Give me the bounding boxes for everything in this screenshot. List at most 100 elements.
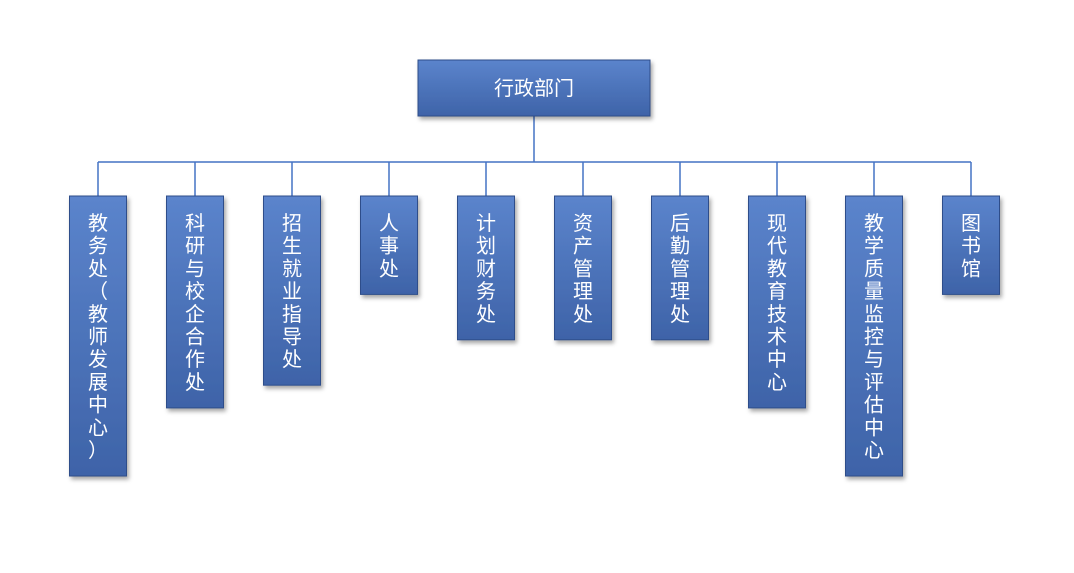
department-label-char: 勤: [670, 234, 690, 258]
department-box: [166, 195, 224, 409]
department-label-char: 研: [185, 234, 205, 258]
department-label-char: 监: [864, 302, 884, 326]
department-label-char: 学: [864, 234, 884, 258]
department-label-char: 展: [88, 370, 108, 394]
department-label: 后勤管理处: [670, 211, 690, 326]
department-label-char: 科: [185, 211, 205, 235]
department-label-char: 控: [864, 325, 884, 349]
department-label-char: 招: [282, 211, 302, 235]
department-label-char: 技: [767, 302, 787, 326]
department-box: [845, 195, 903, 477]
root-label: 行政部门: [494, 76, 574, 100]
department-label-char: 术: [767, 325, 787, 349]
department-label-char: 导: [282, 325, 302, 349]
department-label-char: 企: [185, 302, 205, 326]
department-box: [360, 195, 418, 295]
department-label-char: 书: [961, 234, 981, 258]
department-label-char: 校: [185, 279, 205, 303]
department-label: 现代教育技术中心: [767, 211, 787, 394]
department-node: 计划财务处: [457, 195, 515, 341]
department-nodes: 教务处（教师发展中心）科研与校企合作处招生就业指导处人事处计划财务处资产管理处后…: [69, 195, 1000, 477]
department-label: 计划财务处: [476, 211, 496, 326]
department-box: [263, 195, 321, 386]
department-node: 招生就业指导处: [263, 195, 321, 386]
department-label-char: 处: [282, 347, 302, 371]
root-box: [417, 59, 651, 117]
department-node: 图书馆: [942, 195, 1000, 295]
department-label: 招生就业指导处: [282, 211, 302, 371]
department-label-char: 生: [282, 234, 302, 258]
department-node: 教学质量监控与评估中心: [845, 195, 903, 477]
department-label-char: 教: [864, 211, 884, 235]
department-label-char: 质: [864, 256, 884, 280]
department-label-char: 就: [282, 256, 302, 280]
department-node: 科研与校企合作处: [166, 195, 224, 409]
department-label-char: 师: [88, 325, 108, 349]
department-label-char: 代: [767, 234, 787, 258]
department-label-char: 馆: [961, 256, 981, 280]
department-label-char: 发: [88, 347, 108, 371]
department-node: 教务处（教师发展中心）: [69, 195, 127, 477]
department-box: [69, 195, 127, 477]
department-label-char: ）: [88, 438, 108, 462]
department-node: 后勤管理处: [651, 195, 709, 341]
department-label-char: 处: [379, 256, 399, 280]
department-label-char: 处: [670, 302, 690, 326]
department-label-char: 育: [767, 279, 787, 303]
department-box: [457, 195, 515, 341]
department-label-char: 估: [864, 393, 884, 417]
department-label: 人事处: [379, 211, 399, 280]
department-label-char: 资: [573, 211, 593, 235]
department-node: 人事处: [360, 195, 418, 295]
department-label-char: 评: [864, 370, 884, 394]
department-label-char: 量: [864, 279, 884, 303]
department-label-char: 心: [88, 415, 108, 439]
department-label-char: （: [88, 279, 108, 303]
department-label-char: 作: [185, 347, 205, 371]
department-label: 教务处（教师发展中心）: [88, 211, 108, 462]
department-label-char: 心: [864, 438, 884, 462]
department-label-char: 与: [185, 256, 205, 280]
department-label-char: 处: [185, 370, 205, 394]
department-label-char: 合: [185, 325, 205, 349]
department-label-char: 教: [88, 302, 108, 326]
department-node: 资产管理处: [554, 195, 612, 341]
department-label-char: 产: [573, 234, 593, 258]
department-label-char: 管: [670, 256, 690, 280]
department-label: 教学质量监控与评估中心: [864, 211, 884, 462]
department-label-char: 理: [670, 279, 690, 303]
department-label-char: 务: [88, 234, 108, 258]
department-label-char: 事: [379, 234, 399, 258]
department-label: 资产管理处: [573, 211, 593, 326]
connector-lines: [97, 116, 972, 196]
department-label-char: 教: [767, 256, 787, 280]
department-label-char: 计: [476, 211, 496, 235]
department-label-char: 心: [767, 370, 787, 394]
department-label-char: 指: [282, 302, 302, 326]
department-label-char: 图: [961, 211, 981, 235]
department-label-char: 中: [767, 347, 787, 371]
department-label-char: 财: [476, 256, 496, 280]
department-label-char: 划: [476, 234, 496, 258]
department-label-char: 现: [767, 211, 787, 235]
department-label-char: 管: [573, 256, 593, 280]
department-box: [748, 195, 806, 409]
department-label-char: 人: [379, 211, 399, 235]
department-node: 现代教育技术中心: [748, 195, 806, 409]
department-box: [651, 195, 709, 341]
department-box: [942, 195, 1000, 295]
department-label-char: 教: [88, 211, 108, 235]
department-label-char: 处: [88, 256, 108, 280]
department-label-char: 务: [476, 279, 496, 303]
department-label-char: 与: [864, 347, 884, 371]
department-box: [554, 195, 612, 341]
department-label-char: 中: [864, 415, 884, 439]
department-label-char: 处: [476, 302, 496, 326]
department-label: 图书馆: [961, 211, 981, 280]
department-label-char: 处: [573, 302, 593, 326]
department-label-char: 业: [282, 279, 302, 303]
department-label-char: 中: [88, 393, 108, 417]
department-label-char: 后: [670, 211, 690, 235]
department-label: 科研与校企合作处: [185, 211, 205, 394]
